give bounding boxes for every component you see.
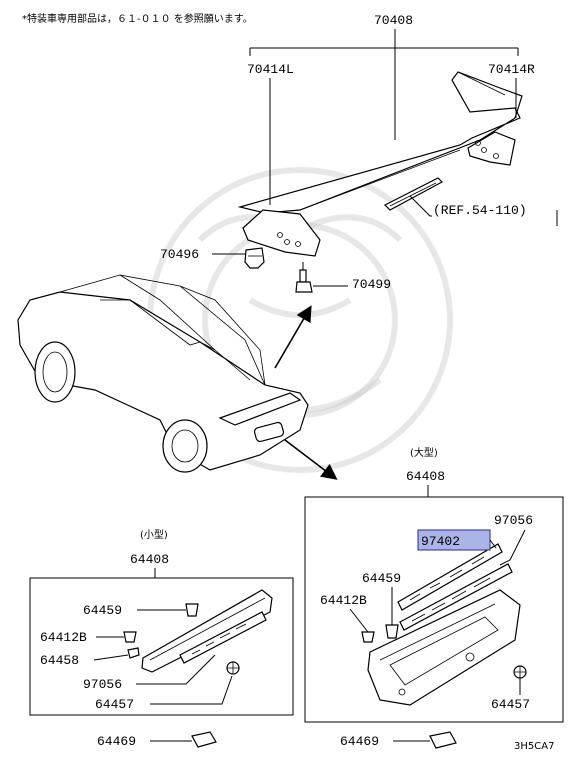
label-large-64457: 64457	[491, 697, 530, 712]
small-nut-64412B	[123, 631, 137, 643]
leader-small-64458	[93, 654, 129, 661]
large-nut-64412B	[361, 631, 375, 643]
leader-large-97402	[489, 539, 497, 549]
leader-ref	[409, 195, 432, 217]
arrow-to-garnish	[284, 439, 338, 480]
ref-label: (REF.54-110)	[433, 203, 527, 218]
large-screw-64457	[513, 665, 527, 679]
label-small-97056: 97056	[83, 677, 122, 692]
large-size-label: (大型)	[410, 446, 438, 459]
label-small-64412B: 64412B	[40, 630, 87, 645]
large-garnish-box	[304, 496, 564, 723]
label-small-64469: 64469	[97, 734, 136, 749]
bolt-70499	[295, 269, 313, 293]
label-small-64458: 64458	[40, 653, 79, 668]
leader-large-97056	[499, 529, 526, 566]
large-pad-64469	[429, 731, 457, 749]
large-clip-64459	[385, 624, 399, 639]
small-size-label: (小型)	[140, 528, 168, 541]
leader-small-64457	[150, 675, 233, 705]
label-70499: 70499	[352, 277, 391, 292]
leader-70408	[249, 29, 519, 140]
label-small-64457: 64457	[95, 697, 134, 712]
small-garnish-assembly	[141, 589, 273, 673]
small-garnish-box	[29, 577, 294, 716]
label-large-97056: 97056	[494, 513, 533, 528]
label-large-64469: 64469	[340, 734, 379, 749]
clip-70496	[244, 247, 265, 269]
label-70408: 70408	[374, 13, 413, 28]
label-70414R: 70414R	[488, 62, 535, 77]
label-large-97402: 97402	[421, 534, 460, 549]
label-large-64412B: 64412B	[320, 593, 367, 608]
car-outline	[17, 274, 309, 473]
large-garnish-assembly	[367, 543, 521, 706]
small-box-part-number: 64408	[130, 552, 169, 567]
label-large-64459: 64459	[362, 571, 401, 586]
footer-code: 3H5CA7	[514, 741, 554, 752]
leader-large-64412B	[349, 608, 369, 633]
label-small-64459: 64459	[83, 603, 122, 618]
small-screw-64457	[226, 661, 240, 675]
small-pad-64469	[191, 731, 217, 748]
rear-spoiler	[237, 71, 523, 257]
label-70496: 70496	[160, 247, 199, 262]
small-washer-64458	[127, 647, 140, 659]
leader-small-97056	[136, 654, 216, 685]
small-clip-64459	[185, 603, 199, 617]
label-70414L: 70414L	[247, 62, 294, 77]
arrow-to-spoiler	[274, 305, 312, 369]
special-parts-note: *特装車専用部品は，６１-０１０ を参照願います。	[22, 12, 253, 25]
large-box-part-number: 64408	[406, 469, 445, 484]
